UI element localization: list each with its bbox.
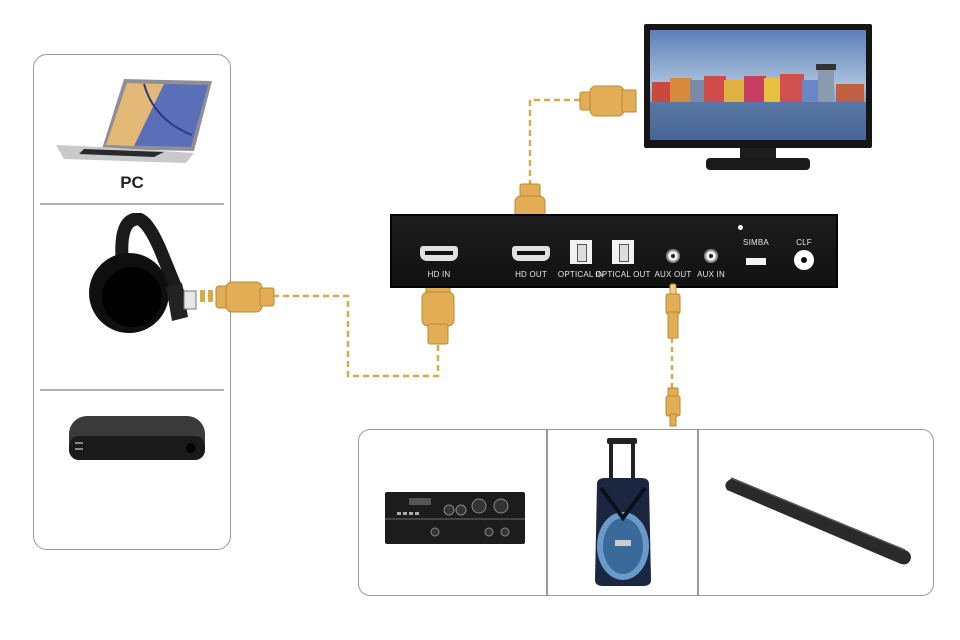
set-top-box-icon [69,416,205,460]
output-devices-panel [358,429,934,596]
aux-connector [665,283,681,427]
soundbar-icon [725,477,911,565]
hdmi-connector-hd-in [421,280,455,345]
aux-in-label: AUX IN [697,270,725,279]
hdmi-cable-input [273,294,440,378]
amplifier-icon [385,492,525,544]
power-led [738,225,743,230]
trolley-speaker-icon [595,438,651,586]
divider [40,389,224,391]
divider [40,203,224,205]
pc-label: PC [120,173,144,192]
aux-out-label: AUX OUT [654,270,692,279]
divider [546,430,548,595]
hd-in-port[interactable] [420,246,458,261]
divider [697,430,699,595]
audio-extractor-device: HD IN HD OUT OPTICAL IN OPTICAL OUT AUX … [390,214,838,288]
hd-out-label: HD OUT [515,270,547,279]
laptop-icon [56,79,212,163]
optical-out-port[interactable] [612,240,634,264]
aux-out-port[interactable] [666,249,680,263]
source-devices-panel: PC [33,54,231,550]
hd-out-port[interactable] [512,246,550,261]
hdmi-connector-source [200,281,275,313]
dc-power-port[interactable] [794,250,814,270]
aux-in-port[interactable] [704,249,718,263]
optical-in-label: OPTICAL IN [557,270,605,279]
tv-icon [644,24,872,170]
usb-label: SIMBA [743,238,769,247]
dc-label: CLF [796,238,812,247]
chromecast-icon [89,213,197,333]
hd-in-label: HD IN [427,270,451,279]
hdmi-connector-tv [579,85,637,117]
optical-in-port[interactable] [570,240,592,264]
hdmi-cable-output [528,98,582,186]
usb-port[interactable] [746,258,766,265]
optical-out-label: OPTICAL OUT [595,270,651,279]
